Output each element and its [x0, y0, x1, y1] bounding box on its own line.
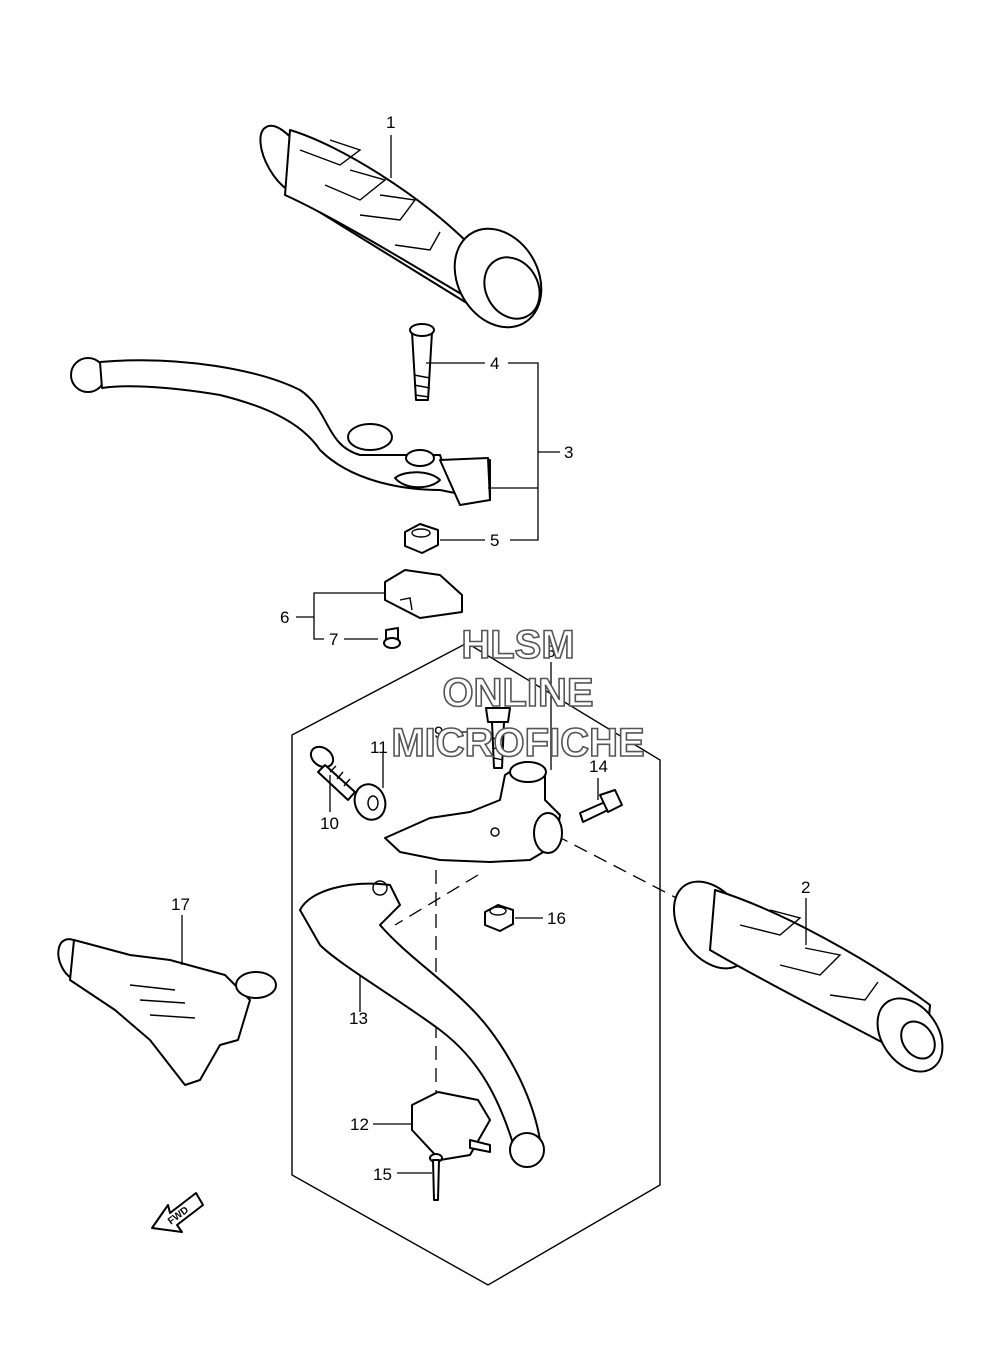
callout-3: 3 [564, 443, 573, 462]
grip-right [672, 880, 944, 1073]
brake-lever-3 [70, 357, 491, 506]
callout-8: 8 [546, 642, 555, 661]
watermark: HLSM ONLINE MICROFICHE [391, 622, 646, 766]
callout-5: 5 [490, 531, 499, 550]
bolt-9 [485, 707, 511, 769]
watermark-line-3: MICROFICHE [391, 721, 644, 765]
callout-10: 10 [320, 814, 339, 833]
clutch-lever-13 [299, 880, 545, 1168]
handlebar-axis-dash [554, 834, 691, 906]
callout-9: 9 [434, 723, 443, 742]
switch-12 [411, 1091, 491, 1161]
adjuster-ring-11 [353, 783, 387, 821]
nut-16 [484, 904, 514, 932]
callout-6: 6 [280, 608, 289, 627]
nut-5 [404, 523, 439, 554]
callout-14: 14 [589, 757, 608, 776]
callout-1: 1 [386, 113, 395, 132]
callout-2: 2 [801, 878, 810, 897]
clamp-bolt-14 [579, 789, 623, 823]
callout-labels: 1 2 3 4 5 6 7 8 9 10 11 12 13 14 15 16 1… [171, 113, 810, 1184]
pivot-bolt-4 [409, 323, 435, 401]
forward-direction-arrow: FWD [151, 1192, 204, 1233]
assembly-outline [291, 642, 661, 1286]
lever-cover-17 [57, 938, 277, 1086]
adjuster-bolt-10 [309, 745, 356, 801]
screw-15 [429, 1153, 443, 1201]
callout-12: 12 [350, 1115, 369, 1134]
callout-7: 7 [329, 630, 338, 649]
callout-13: 13 [349, 1009, 368, 1028]
callout-15: 15 [373, 1165, 392, 1184]
lever-holder-8 [384, 761, 563, 863]
watermark-line-1: HLSM [461, 623, 574, 667]
switch-6 [384, 569, 463, 619]
leader-lines [181, 135, 807, 1174]
callout-16: 16 [547, 909, 566, 928]
callout-17: 17 [171, 895, 190, 914]
grip-left [259, 124, 543, 329]
callout-11: 11 [370, 738, 388, 757]
callout-4: 4 [490, 354, 499, 373]
watermark-line-2: ONLINE [442, 671, 593, 715]
screw-7 [383, 627, 401, 649]
